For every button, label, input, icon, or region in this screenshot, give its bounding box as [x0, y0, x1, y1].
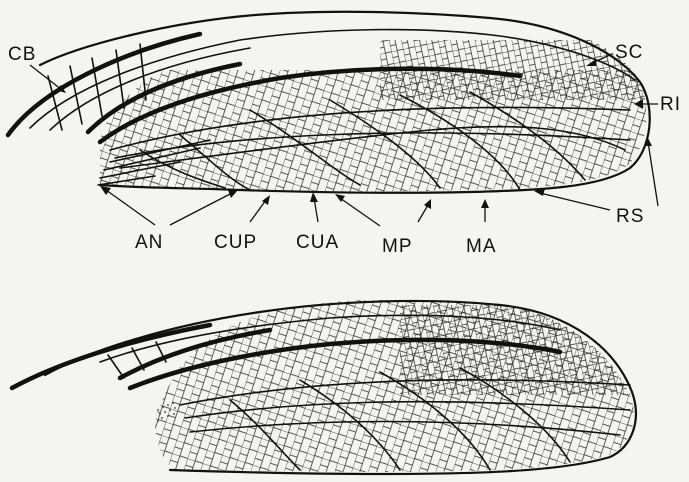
- label-cup: CUP: [214, 232, 257, 253]
- label-ma: MA: [466, 236, 497, 257]
- label-ri: RI: [660, 94, 681, 115]
- an-arrowhead-2: [228, 190, 238, 198]
- upper-wing: [8, 12, 655, 195]
- mp-arrowhead-2: [424, 199, 431, 209]
- an-pointer-1: [106, 190, 155, 225]
- an-arrowhead-1: [100, 186, 111, 195]
- label-an: AN: [135, 232, 163, 253]
- mp-pointer-1: [340, 198, 380, 226]
- cup-pointer: [250, 200, 266, 222]
- label-cb: CB: [8, 44, 36, 65]
- label-rs: RS: [616, 206, 644, 227]
- ma-arrowhead: [481, 199, 489, 208]
- lower-wing: [12, 300, 650, 480]
- cua-arrowhead: [310, 192, 318, 202]
- rs-pointer-2: [648, 142, 658, 206]
- cb-pointer: [30, 65, 62, 90]
- label-mp: MP: [382, 236, 413, 257]
- mp-pointer-2: [418, 205, 428, 222]
- label-sc: SC: [615, 42, 643, 63]
- label-cua: CUA: [296, 232, 339, 253]
- rs-pointer-1: [540, 193, 610, 210]
- an-pointer-2: [170, 193, 232, 225]
